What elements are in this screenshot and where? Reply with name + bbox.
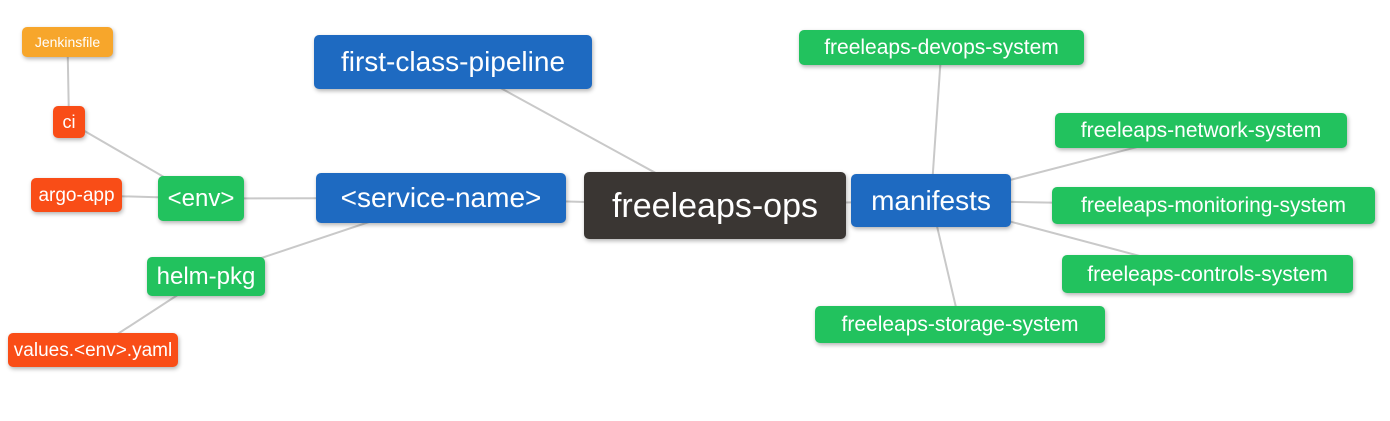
node-freeleaps-storage-system[interactable]: freeleaps-storage-system xyxy=(815,306,1105,343)
node-freeleaps-ops[interactable]: freeleaps-ops xyxy=(584,172,846,239)
node-freeleaps-devops-system[interactable]: freeleaps-devops-system xyxy=(799,30,1084,65)
node-values-env-yaml[interactable]: values.<env>.yaml xyxy=(8,333,178,367)
node-service-name[interactable]: <service-name> xyxy=(316,173,566,223)
node-manifests[interactable]: manifests xyxy=(851,174,1011,227)
node-argo-app[interactable]: argo-app xyxy=(31,178,122,212)
node-freeleaps-controls-system[interactable]: freeleaps-controls-system xyxy=(1062,255,1353,293)
node-helm-pkg[interactable]: helm-pkg xyxy=(147,257,265,296)
node-freeleaps-network-system[interactable]: freeleaps-network-system xyxy=(1055,113,1347,148)
node-jenkinsfile[interactable]: Jenkinsfile xyxy=(22,27,113,57)
node-ci[interactable]: ci xyxy=(53,106,85,138)
node-first-class-pipeline[interactable]: first-class-pipeline xyxy=(314,35,592,89)
node-freeleaps-monitoring-system[interactable]: freeleaps-monitoring-system xyxy=(1052,187,1375,224)
node-env[interactable]: <env> xyxy=(158,176,244,221)
